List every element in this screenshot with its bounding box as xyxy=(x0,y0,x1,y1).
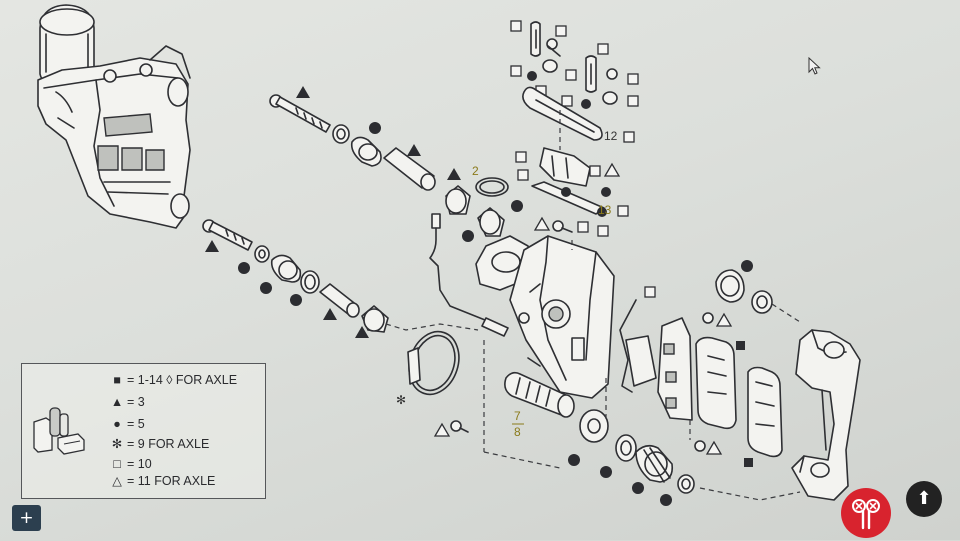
svg-text:✻: ✻ xyxy=(396,393,406,407)
clamp-ring[interactable]: ✻ xyxy=(396,325,467,407)
top-bracket-group[interactable]: 12 13 xyxy=(510,20,639,250)
wrench-tools-icon xyxy=(852,499,880,530)
brake-pads[interactable] xyxy=(619,286,783,467)
callout-7: 7 xyxy=(514,409,521,423)
symbol-legend: ■= 1-14 ◊ FOR AXLE ▲= 3 ●= 5 ✻= 9 FOR AX… xyxy=(21,363,266,499)
legend-item-triangle-outline: △= 11 FOR AXLE xyxy=(112,474,216,488)
parts-kit-icon xyxy=(33,407,85,455)
callout-2: 2 xyxy=(472,164,479,178)
legend-item-square-outline: □= 10 xyxy=(113,457,152,471)
legend-item-asterisk: ✻= 9 FOR AXLE xyxy=(111,437,210,451)
callout-8: 8 xyxy=(514,425,521,439)
lower-guide-pin-row[interactable] xyxy=(202,219,479,338)
legend-item-square-filled: ■= 1-14 ◊ FOR AXLE xyxy=(113,373,238,387)
adjuster-shaft[interactable]: 7 8 xyxy=(433,371,575,439)
bottom-piston-row[interactable] xyxy=(483,340,801,506)
callout-12: 12 xyxy=(604,129,618,143)
legend-item-triangle-filled: ▲= 3 xyxy=(110,395,145,409)
callout-13: 13 xyxy=(598,203,612,217)
tools-button[interactable] xyxy=(841,488,891,538)
caliper-carrier[interactable] xyxy=(475,235,615,399)
right-bracket[interactable] xyxy=(715,260,861,501)
upper-guide-pin-row[interactable]: 2 xyxy=(269,86,523,337)
add-button[interactable]: + xyxy=(12,505,41,531)
caliper-housing-assembly[interactable] xyxy=(37,4,191,229)
mouse-pointer-icon xyxy=(808,57,821,75)
scroll-to-top-button[interactable]: ⬆ xyxy=(906,481,942,517)
legend-item-circle-filled: ●= 5 xyxy=(113,417,145,431)
